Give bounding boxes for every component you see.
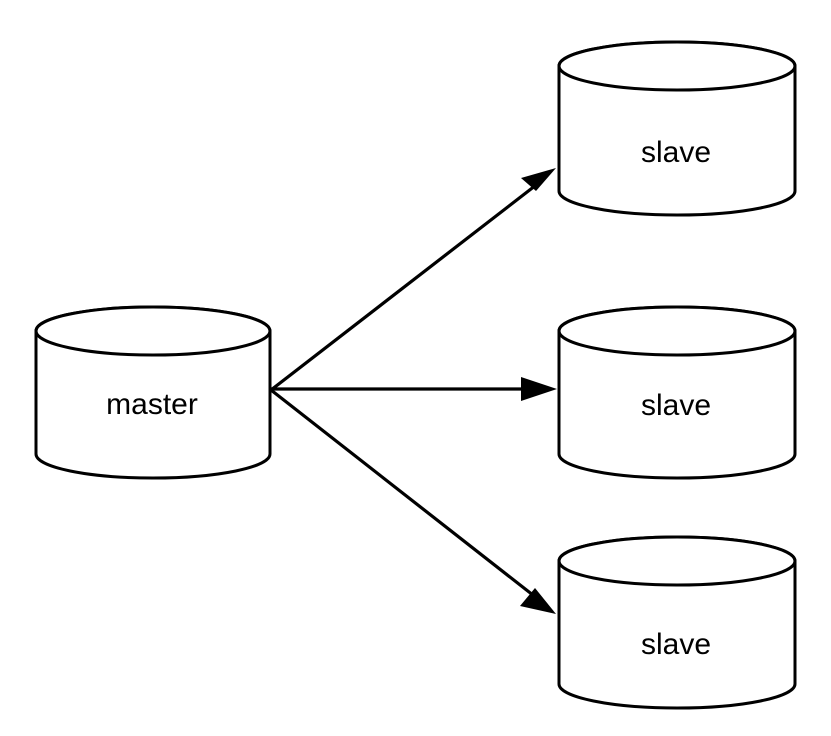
cylinder-top-ellipse — [557, 305, 797, 357]
edge-group — [270, 168, 557, 614]
arrowhead-icon — [521, 377, 557, 401]
node-slave-2[interactable]: slave — [557, 305, 797, 480]
edge-line — [270, 180, 541, 392]
node-slave-3[interactable]: slave — [557, 535, 797, 710]
node-label-master: master — [106, 388, 198, 421]
edge-master-to-slave-1[interactable] — [270, 168, 556, 392]
arrowhead-icon — [520, 588, 556, 614]
edge-line — [270, 388, 539, 601]
node-label-slave-3: slave — [641, 628, 711, 661]
cylinder-top-ellipse — [34, 305, 272, 357]
node-slave-1[interactable]: slave — [557, 40, 797, 217]
edge-master-to-slave-3[interactable] — [270, 388, 556, 614]
node-master[interactable]: master — [34, 305, 272, 480]
cylinder-top-ellipse — [557, 40, 797, 92]
node-label-slave-1: slave — [641, 136, 711, 169]
node-group: master slave slave slave — [34, 40, 797, 710]
edge-master-to-slave-2[interactable] — [271, 377, 557, 401]
cylinder-top-ellipse — [557, 535, 797, 587]
node-label-slave-2: slave — [641, 389, 711, 422]
arrowhead-icon — [521, 168, 556, 191]
